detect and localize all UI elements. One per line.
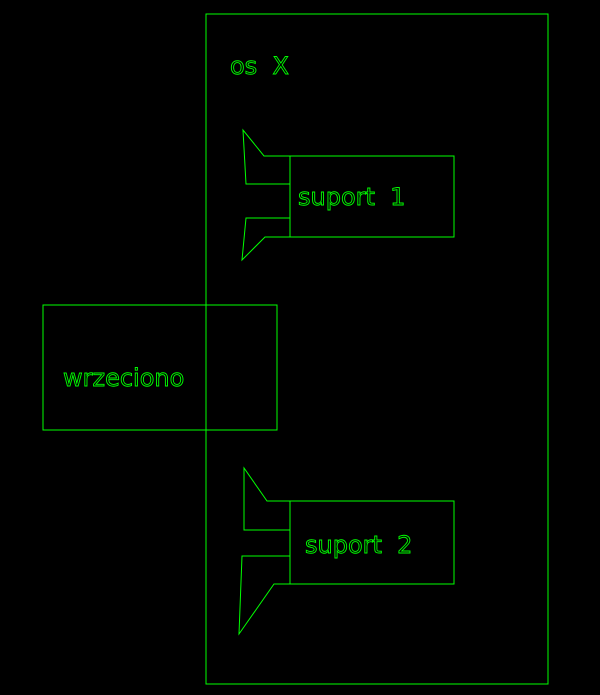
support-2-box [289, 500, 455, 585]
support-2-tool-holder-lower [238, 555, 290, 636]
support-1-label: suport 1 [298, 183, 405, 211]
support-1-tool-holder-lower [241, 217, 290, 262]
support-1-box [289, 155, 455, 238]
support-2-tool-holder [243, 466, 290, 531]
support-2-label: suport 2 [305, 531, 412, 559]
spindle-box [42, 304, 278, 431]
spindle-label: wrzeciono [63, 364, 184, 392]
axis-label: os X [230, 52, 289, 80]
axis-x-frame [205, 13, 549, 685]
support-1-tool-holder [242, 128, 290, 185]
